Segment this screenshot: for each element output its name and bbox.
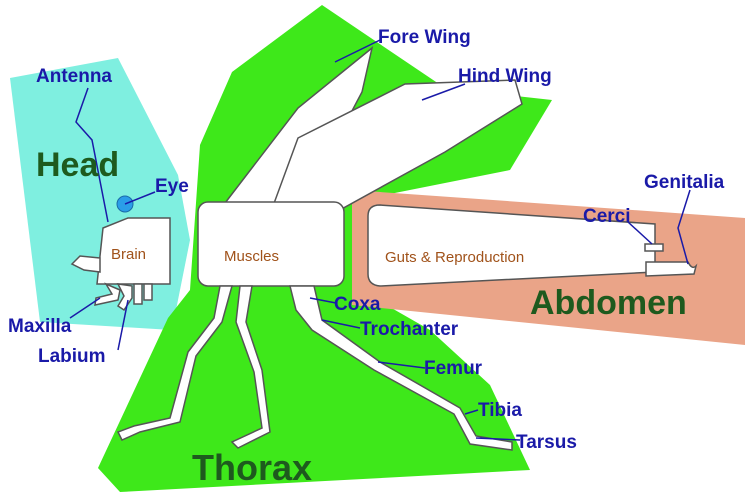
fore-wing-label: Fore Wing — [378, 27, 471, 48]
coxa-label: Coxa — [334, 294, 381, 315]
genitalia-label: Genitalia — [644, 172, 725, 193]
hind-wing-label: Hind Wing — [458, 66, 552, 87]
maxilla-label: Maxilla — [8, 316, 72, 337]
tibia-label: Tibia — [478, 400, 522, 421]
head-label: Head — [36, 146, 119, 184]
cerci-label: Cerci — [583, 206, 631, 227]
guts-label: Guts & Reproduction — [385, 249, 524, 266]
genitalia-structure — [646, 262, 696, 276]
eye-label: Eye — [155, 176, 189, 197]
labium-label: Labium — [38, 346, 106, 367]
brain-label: Brain — [111, 246, 146, 263]
labium-palp-3 — [144, 284, 152, 300]
antenna-label: Antenna — [36, 66, 112, 87]
thorax-label: Thorax — [192, 447, 312, 488]
abdomen-label: Abdomen — [530, 284, 687, 322]
muscles-label: Muscles — [224, 248, 279, 265]
thorax-body — [198, 202, 344, 286]
tarsus-label: Tarsus — [516, 432, 577, 453]
labium-palp-2 — [134, 284, 142, 304]
trochanter-label: Trochanter — [360, 319, 459, 340]
femur-label: Femur — [424, 358, 483, 379]
cerci-structure — [645, 244, 663, 251]
